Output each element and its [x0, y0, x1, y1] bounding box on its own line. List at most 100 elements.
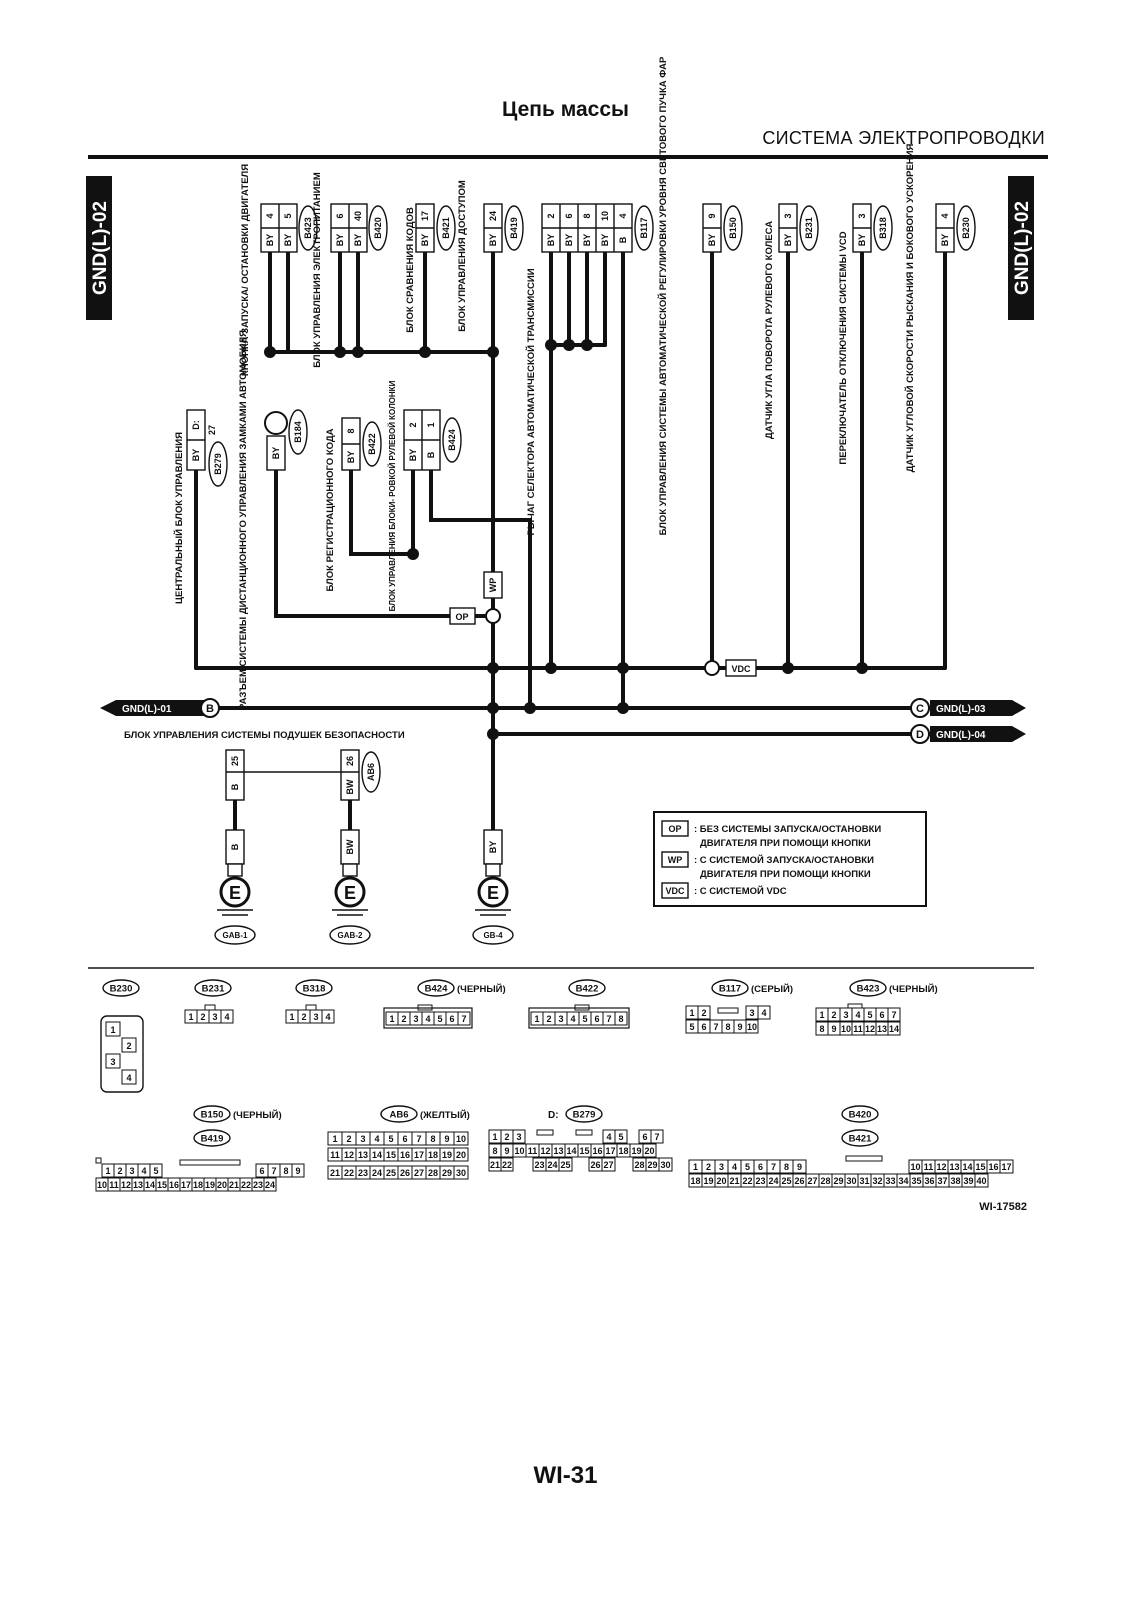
face-pin-number: 18 [428, 1150, 438, 1160]
face-pin-number: 2 [701, 1008, 706, 1018]
face-pin-number: 7 [271, 1166, 276, 1176]
face-pin-number: 8 [725, 1022, 730, 1032]
face-pin-cell [263, 1177, 277, 1192]
wire-color: BY [546, 234, 556, 247]
face-connector-tag [102, 979, 140, 997]
face-pin-cell [614, 1129, 628, 1144]
connector-b184: BY B184 РАЗЪЕМ СИСТЕМЫ ДИСТАНЦИОННОГО УП… [238, 330, 308, 710]
face-pin-number: 23 [755, 1176, 765, 1186]
connector-b422: 8 BY B422 БЛОК РЕГИСТРАЦИОННОГО КОДА [325, 417, 382, 592]
face-pin-number: 4 [570, 1014, 575, 1024]
connector-name: B420 [373, 217, 383, 239]
pin-label: 2 [408, 422, 418, 427]
face-pin-number: 7 [713, 1022, 718, 1032]
pin-label: 24 [488, 211, 498, 221]
face-pin-number: 24 [768, 1176, 778, 1186]
pin-label: 17 [420, 211, 430, 221]
face-pin-cell [642, 1143, 657, 1158]
face-pin-cell [457, 1011, 471, 1026]
face-pin-number: 1 [492, 1132, 497, 1142]
face-pin-number: 25 [560, 1160, 570, 1170]
svg-text:D: D [916, 729, 924, 741]
face-connector-tag [380, 1105, 418, 1123]
svg-text:B: B [206, 703, 214, 715]
face-pin-number: 4 [224, 1012, 229, 1022]
face-pin-number: 8 [283, 1166, 288, 1176]
face-pin-number: 8 [784, 1162, 789, 1172]
face-pin-number: 5 [618, 1132, 623, 1142]
connector-label: РАЗЪЕМ СИСТЕМЫ ДИСТАНЦИОННОГО УПРАВЛЕНИЯ… [238, 330, 249, 710]
face-pin-number: 6 [879, 1010, 884, 1020]
pin-label: 4 [618, 213, 628, 218]
face-pin-number: 10 [97, 1180, 107, 1190]
page-title: Цепь массы [502, 98, 629, 121]
face-connector-name: B423 [857, 984, 880, 995]
face-connector-name: B422 [576, 984, 599, 995]
face-pin-number: 3 [129, 1166, 134, 1176]
face-pin-number: 20 [716, 1176, 726, 1186]
face-connector-name: B318 [303, 984, 326, 995]
face-pin-number: 17 [605, 1146, 615, 1156]
face-pin-number: 4 [141, 1166, 146, 1176]
face-pin-number: 30 [456, 1168, 466, 1178]
face-latch [179, 1159, 241, 1166]
connector-b424: 2 1 BY B B424 БЛОК УПРАВЛЕНИЯ БЛОКИ- РОВ… [388, 380, 462, 611]
face-pin-number: 19 [442, 1150, 452, 1160]
connector-d-b279: D: BY 27 B279 ЦЕНТРАЛЬНЫЙ БЛОК УПРАВЛЕНИ… [173, 409, 228, 604]
face-pin-number: 12 [121, 1180, 131, 1190]
face-pin-number: 11 [924, 1162, 934, 1172]
svg-text:26: 26 [345, 756, 355, 766]
face-latch [204, 1004, 216, 1011]
face-pin-number: 28 [634, 1160, 644, 1170]
airbag-control-unit: БЛОК УПРАВЛЕНИЯ СИСТЕМЫ ПОДУШЕК БЕЗОПАСН… [124, 730, 405, 801]
vdc-tag: VDC [725, 659, 757, 677]
connector-name: B279 [213, 453, 223, 475]
face-pin-number: 21 [490, 1160, 500, 1170]
face-pin-number: 5 [745, 1162, 750, 1172]
face-pin-number: 8 [819, 1024, 824, 1034]
face-pin-number: 2 [346, 1134, 351, 1144]
face-pin-number: 10 [747, 1022, 757, 1032]
svg-text:GND(L)-04: GND(L)-04 [936, 730, 986, 741]
face-pin-number: 2 [200, 1012, 205, 1022]
face-pin-cell [887, 1007, 901, 1022]
face-pin-number: 6 [259, 1166, 264, 1176]
face-pin-number: 1 [689, 1008, 694, 1018]
face-pin-number: 4 [761, 1008, 766, 1018]
face-pin-number: 9 [444, 1134, 449, 1144]
face-pin-number: 28 [820, 1176, 830, 1186]
pin-label: 3 [857, 213, 867, 218]
face-connector-name: B420 [849, 1110, 872, 1121]
face-pin-number: 12 [344, 1150, 354, 1160]
connector-label: ЦЕНТРАЛЬНЫЙ БЛОК УПРАВЛЕНИЯ [173, 432, 185, 604]
face-pin-number: 1 [819, 1010, 824, 1020]
face-pin-number: 10 [910, 1162, 920, 1172]
svg-text:GAB-1: GAB-1 [223, 931, 248, 940]
face-connector-name: B231 [202, 984, 225, 995]
face-pin-number: 17 [181, 1180, 191, 1190]
face-pin-number: 1 [332, 1134, 337, 1144]
face-pin-number: 10 [841, 1024, 851, 1034]
face-pin-number: 9 [737, 1022, 742, 1032]
face-pin-number: 13 [553, 1146, 563, 1156]
connector-name: B184 [293, 421, 303, 443]
face-pin-number: 29 [833, 1176, 843, 1186]
face-housing [528, 1007, 630, 1029]
wire-color: BY [420, 234, 430, 247]
svg-text:GND(L)-03: GND(L)-03 [936, 704, 986, 715]
wire-color: BY [564, 234, 574, 247]
face-pin-number: 6 [449, 1014, 454, 1024]
face-pin-number: 5 [582, 1014, 587, 1024]
wire-color: BY [783, 234, 793, 247]
face-connector-color: (ЧЕРНЫЙ) [889, 983, 938, 995]
connector-b150: 9 BY B150 БЛОК УПРАВЛЕНИЯ СИСТЕМЫ АВТОМА… [657, 56, 743, 535]
svg-text:C: C [916, 703, 924, 715]
face-pin-number: 26 [590, 1160, 600, 1170]
pin-label: 4 [265, 213, 275, 218]
face-pin-number: 16 [169, 1180, 179, 1190]
ground-gab-1: B E GAB-1 [214, 829, 256, 945]
connector-name: B230 [961, 217, 971, 239]
face-connector-tag [295, 979, 333, 997]
face-pin-number: 28 [428, 1168, 438, 1178]
